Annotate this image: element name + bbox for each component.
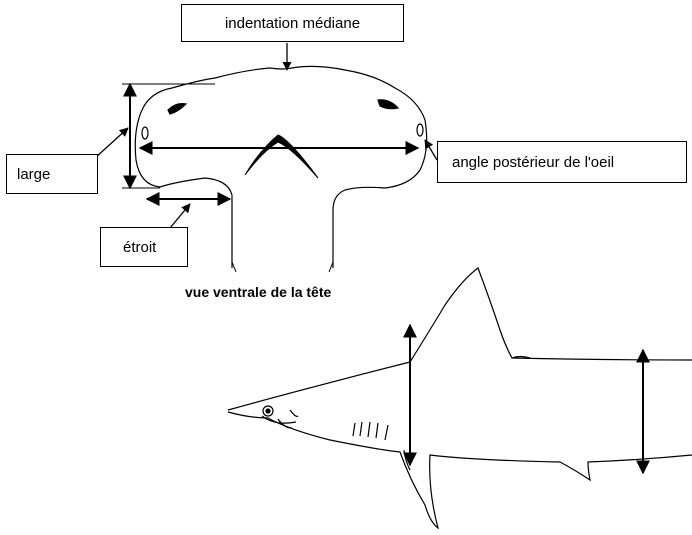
narrow-label: étroit [100, 227, 188, 267]
right-nostril [378, 100, 398, 109]
mouth [245, 135, 318, 178]
lateral-shark-view [228, 268, 692, 528]
right-eye [417, 124, 423, 136]
head-measurements [95, 43, 437, 228]
etroit-pointer [170, 204, 190, 228]
gill-slits [353, 422, 388, 440]
eye-angle-label: angle postérieur de l'oeil [437, 141, 687, 183]
large-label: large [6, 154, 98, 194]
indentation-label: indentation médiane [181, 4, 404, 42]
body-measurements [410, 325, 643, 473]
left-eye [142, 127, 148, 139]
large-pointer [95, 128, 128, 158]
left-nostril [168, 104, 186, 114]
ventral-view-caption: vue ventrale de la tête [185, 284, 331, 300]
angle-pointer [425, 140, 437, 160]
